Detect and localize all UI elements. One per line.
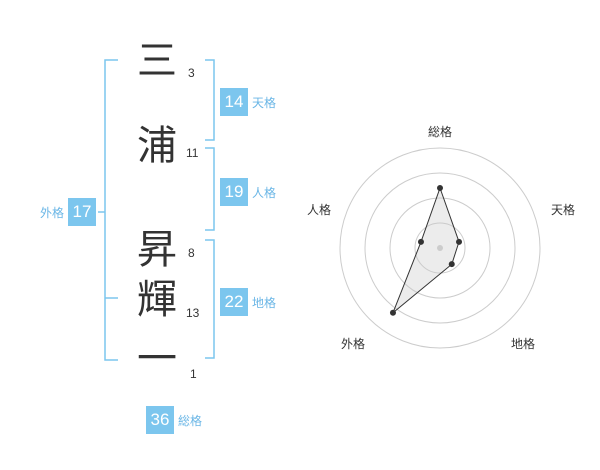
chikaku-bracket — [205, 239, 215, 359]
radar-point-5 — [417, 238, 424, 245]
radar-center-dot — [437, 245, 443, 251]
tenkaku-badge: 14 天格 — [220, 88, 276, 116]
tenkaku-bracket — [205, 59, 215, 141]
radar-ring-4 — [339, 147, 541, 349]
jinkaku-badge: 19 人格 — [220, 178, 276, 206]
radar-point-2 — [456, 238, 463, 245]
gaikaku-value: 17 — [68, 198, 97, 226]
name-char-5: 一 — [137, 336, 177, 382]
name-char-1: 三 — [137, 38, 177, 84]
soukaku-value: 36 — [146, 406, 174, 434]
jinkaku-value: 19 — [220, 178, 248, 206]
radar-axis-label-chikaku: 地格 — [511, 337, 536, 351]
chikaku-value: 22 — [220, 288, 248, 316]
radar-ring-1 — [414, 222, 466, 274]
radar-point-3 — [448, 261, 455, 268]
stroke-count-3: 8 — [188, 246, 195, 260]
radar-axis-label-soukaku: 総格 — [428, 125, 453, 139]
radar-point-4 — [389, 309, 396, 316]
name-char-4: 輝 — [137, 277, 177, 323]
chikaku-label: 地格 — [252, 295, 277, 310]
stroke-count-4: 13 — [186, 306, 200, 320]
jinkaku-label: 人格 — [252, 185, 277, 200]
radar-ring-2 — [389, 197, 491, 299]
radar-axis-label-tenkaku: 天格 — [551, 203, 576, 217]
gaikaku-label: 外格 — [40, 205, 65, 220]
tenkaku-value: 14 — [220, 88, 248, 116]
radar-axis-label-gaikaku: 外格 — [341, 337, 366, 351]
gaikaku-badge: 外格 17 — [40, 198, 97, 226]
soukaku-label: 総格 — [178, 413, 203, 428]
name-char-2: 浦 — [137, 123, 177, 169]
stroke-count-2: 11 — [186, 146, 199, 160]
radar-ring-3 — [364, 172, 516, 324]
chikaku-badge: 22 地格 — [220, 288, 276, 316]
radar-series-polygon — [392, 186, 460, 314]
radar-point-1 — [437, 185, 443, 191]
stroke-count-5: 1 — [190, 367, 197, 381]
soukaku-badge: 36 総格 — [146, 406, 202, 434]
jinkaku-bracket — [205, 147, 215, 231]
name-char-3: 昇 — [137, 227, 177, 273]
tenkaku-label: 天格 — [252, 95, 277, 110]
gaikaku-bracket — [104, 59, 118, 361]
stroke-count-1: 3 — [188, 66, 195, 80]
radar-axis-label-jinkaku: 人格 — [307, 203, 332, 217]
